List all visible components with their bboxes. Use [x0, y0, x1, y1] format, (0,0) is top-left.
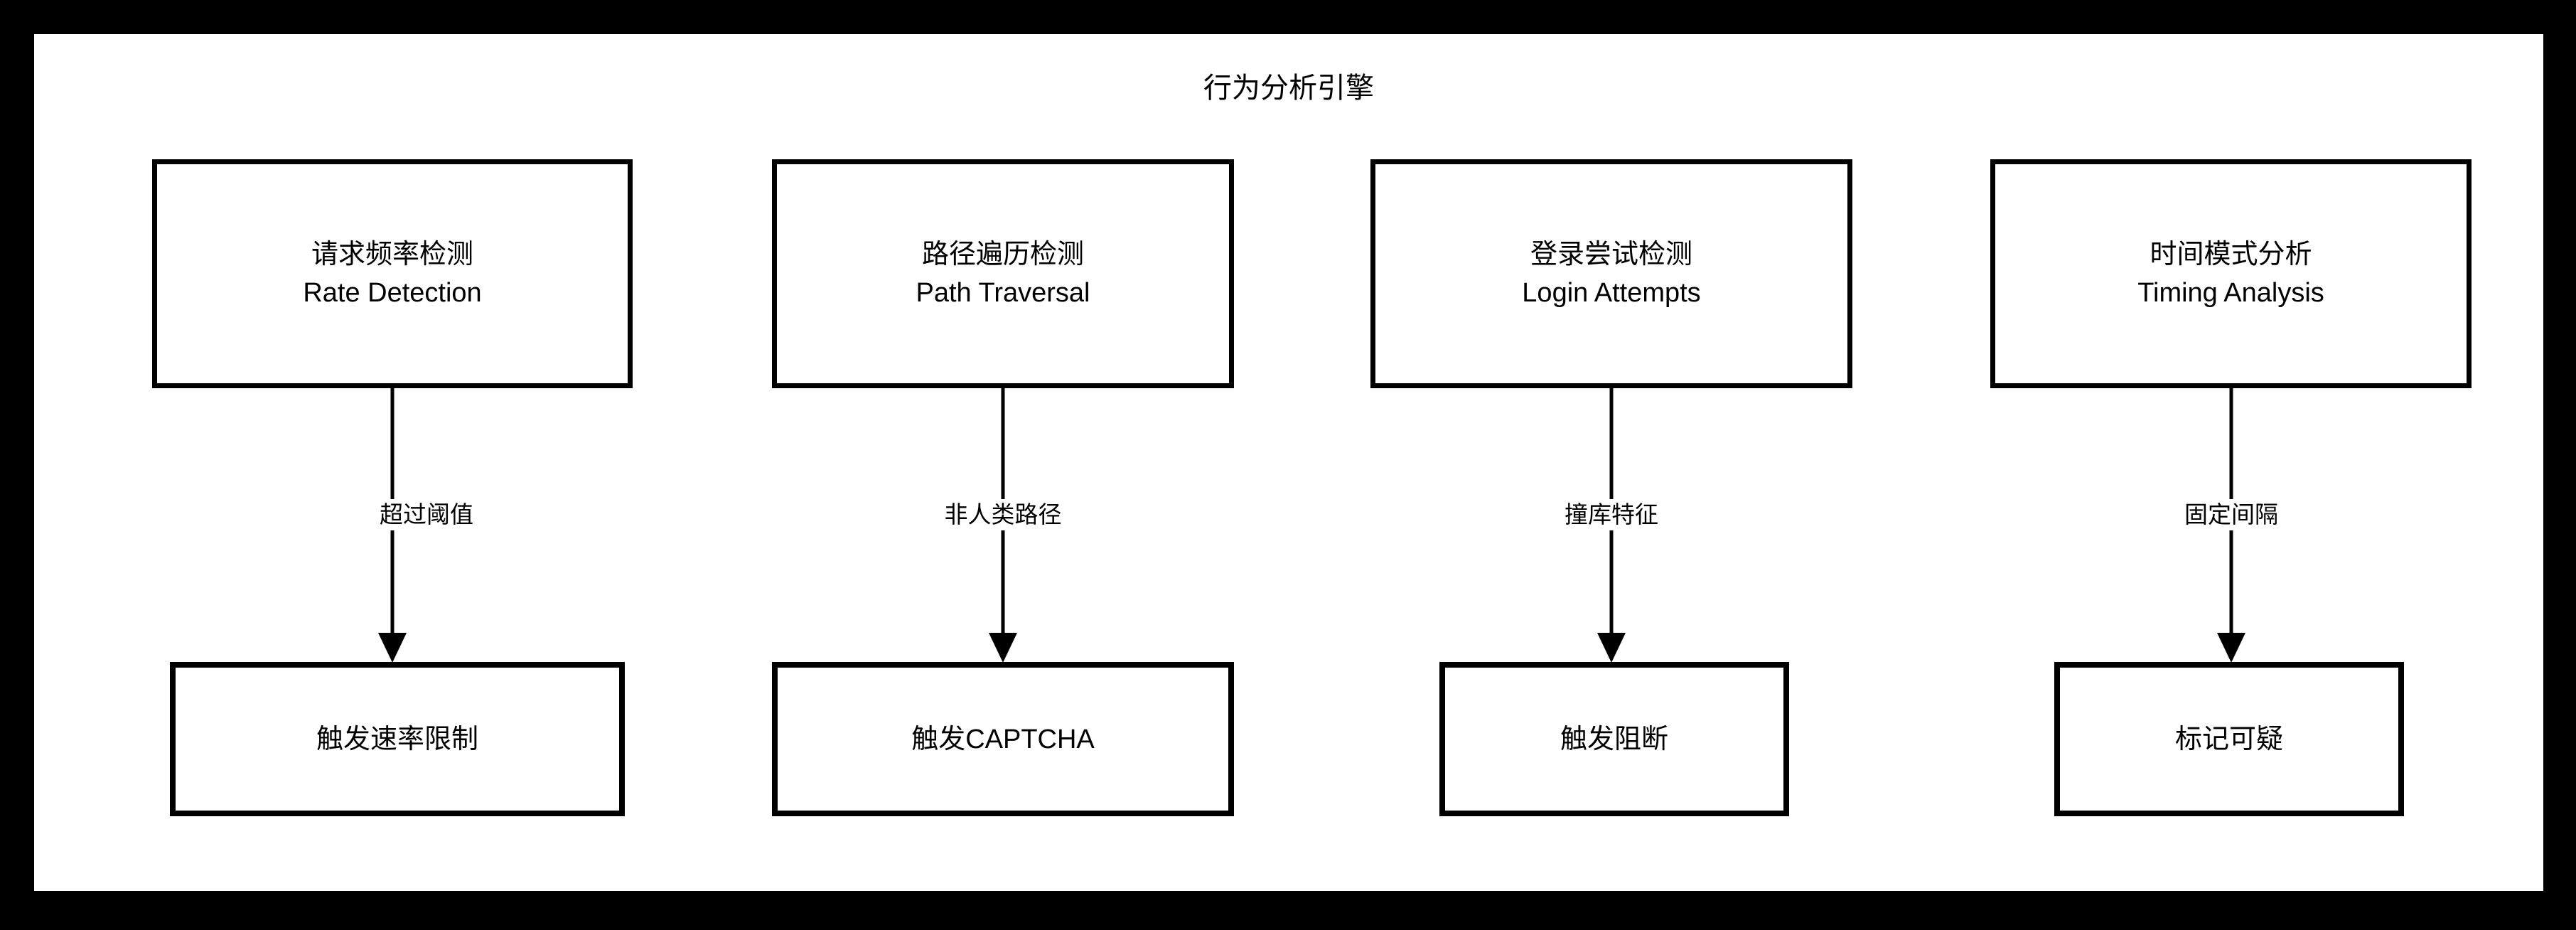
node-login-attempts-label-en: Login Attempts: [1522, 278, 1701, 308]
node-timing-analysis[interactable]: 时间模式分析 Timing Analysis: [1990, 159, 2472, 388]
node-login-attempts-label-cn: 登录尝试检测: [1530, 240, 1692, 269]
node-trigger-block[interactable]: 触发阻断: [1439, 662, 1789, 816]
edge-label-nonhuman-path: 非人类路径: [940, 499, 1066, 530]
node-trigger-rate-limit[interactable]: 触发速率限制: [170, 662, 625, 816]
edge-label-threshold-exceeded: 超过阈值: [375, 499, 478, 530]
node-timing-analysis-label-cn: 时间模式分析: [2150, 240, 2312, 269]
node-flag-suspicious[interactable]: 标记可疑: [2054, 662, 2404, 816]
diagram-title: 行为分析引擎: [1203, 73, 1374, 104]
node-path-traversal-label-cn: 路径遍历检测: [921, 240, 1084, 269]
node-login-attempts[interactable]: 登录尝试检测 Login Attempts: [1370, 159, 1852, 388]
node-path-traversal[interactable]: 路径遍历检测 Path Traversal: [772, 159, 1234, 388]
node-trigger-block-label: 触发阻断: [1560, 724, 1668, 754]
node-rate-detection-label-cn: 请求频率检测: [311, 240, 473, 269]
node-trigger-captcha[interactable]: 触发CAPTCHA: [772, 662, 1234, 816]
node-rate-detection[interactable]: 请求频率检测 Rate Detection: [152, 159, 633, 388]
node-rate-detection-label-en: Rate Detection: [303, 278, 482, 308]
node-trigger-rate-limit-label: 触发速率限制: [316, 724, 478, 754]
edge-label-fixed-interval: 固定间隔: [2180, 499, 2282, 530]
node-trigger-captcha-label: 触发CAPTCHA: [911, 724, 1095, 754]
diagram-canvas: 行为分析引擎 请求频率检测: [34, 34, 2543, 891]
node-timing-analysis-label-en: Timing Analysis: [2137, 278, 2324, 308]
node-flag-suspicious-label: 标记可疑: [2174, 724, 2283, 754]
node-path-traversal-label-en: Path Traversal: [916, 278, 1090, 308]
edge-label-credential-stuffing: 撞库特征: [1560, 499, 1663, 530]
